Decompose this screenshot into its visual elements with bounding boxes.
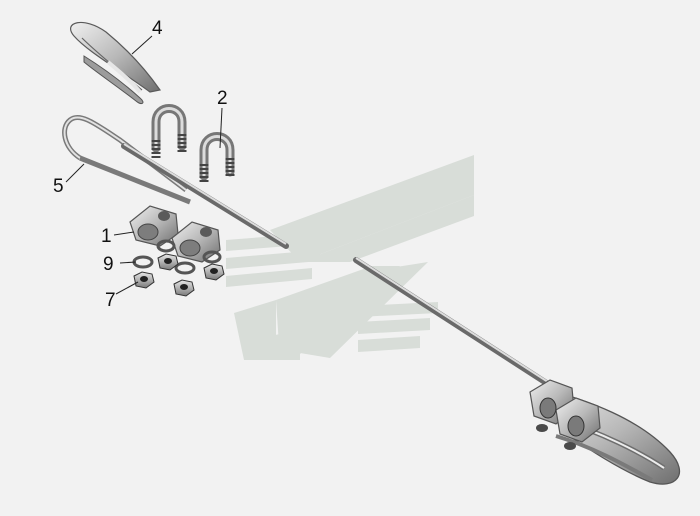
lower-rod-assembly bbox=[353, 257, 681, 485]
callout-7: 7 bbox=[105, 290, 116, 311]
cable-loop-part bbox=[62, 115, 289, 249]
callout-leaders bbox=[65, 35, 223, 295]
u-bolt-part bbox=[151, 104, 235, 182]
callout-1: 1 bbox=[101, 226, 112, 247]
leader-4 bbox=[131, 35, 153, 55]
leader-1 bbox=[113, 231, 135, 236]
callout-labels: 4 2 5 1 9 7 bbox=[53, 18, 228, 311]
leader-5 bbox=[65, 163, 85, 183]
leader-2 bbox=[219, 107, 223, 149]
callout-4: 4 bbox=[152, 18, 163, 39]
callout-2: 2 bbox=[217, 88, 228, 109]
callout-9: 9 bbox=[103, 254, 114, 275]
thimble-part bbox=[70, 21, 162, 105]
nut-part bbox=[133, 253, 225, 297]
callout-5: 5 bbox=[53, 176, 64, 197]
watermark-logo bbox=[226, 155, 474, 360]
leader-9 bbox=[119, 261, 137, 264]
leader-7 bbox=[115, 281, 139, 295]
